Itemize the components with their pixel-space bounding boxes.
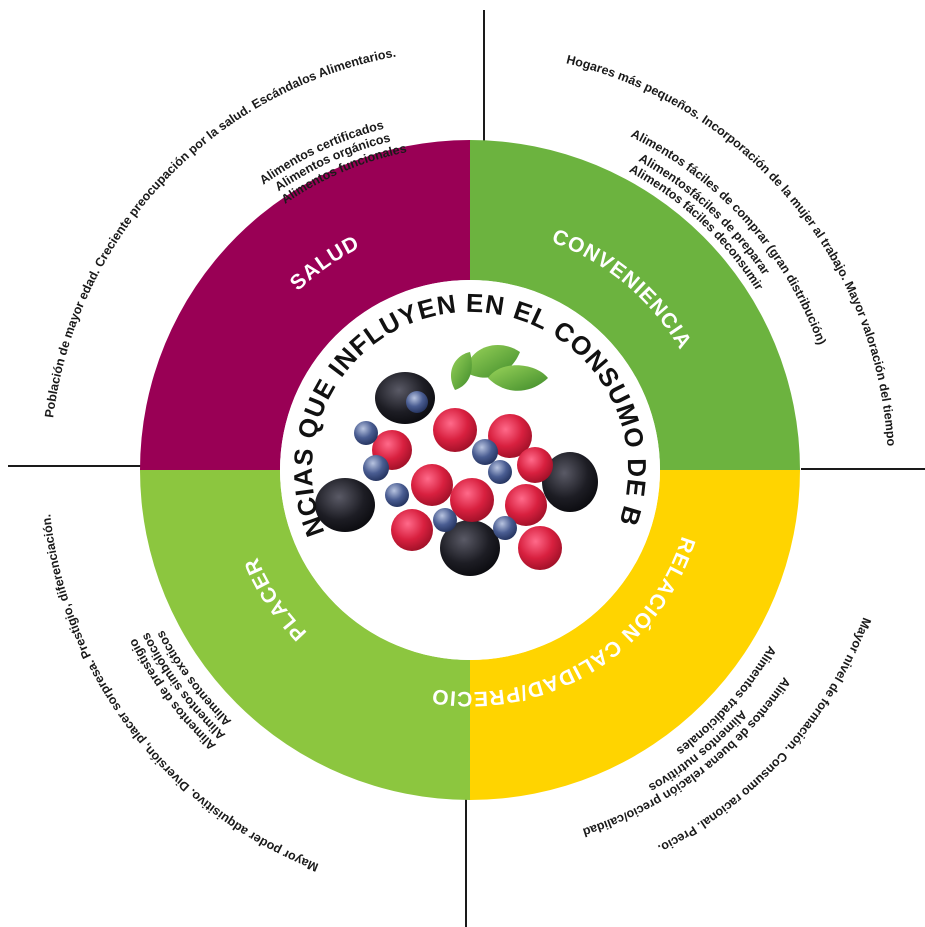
calidad-precio-segment	[470, 470, 800, 800]
trend-ring	[140, 140, 800, 800]
inner-disc	[280, 280, 660, 660]
mint-leaf-icon	[450, 344, 548, 391]
salud-segment	[140, 140, 470, 470]
raspberry-icon	[372, 408, 562, 570]
quadrant-dividers	[8, 10, 925, 927]
blackberry-icon	[315, 372, 598, 576]
blueberry-icon	[354, 391, 517, 540]
berries-photo	[315, 344, 598, 576]
conveniencia-segment	[470, 140, 800, 470]
placer-segment	[140, 470, 470, 800]
